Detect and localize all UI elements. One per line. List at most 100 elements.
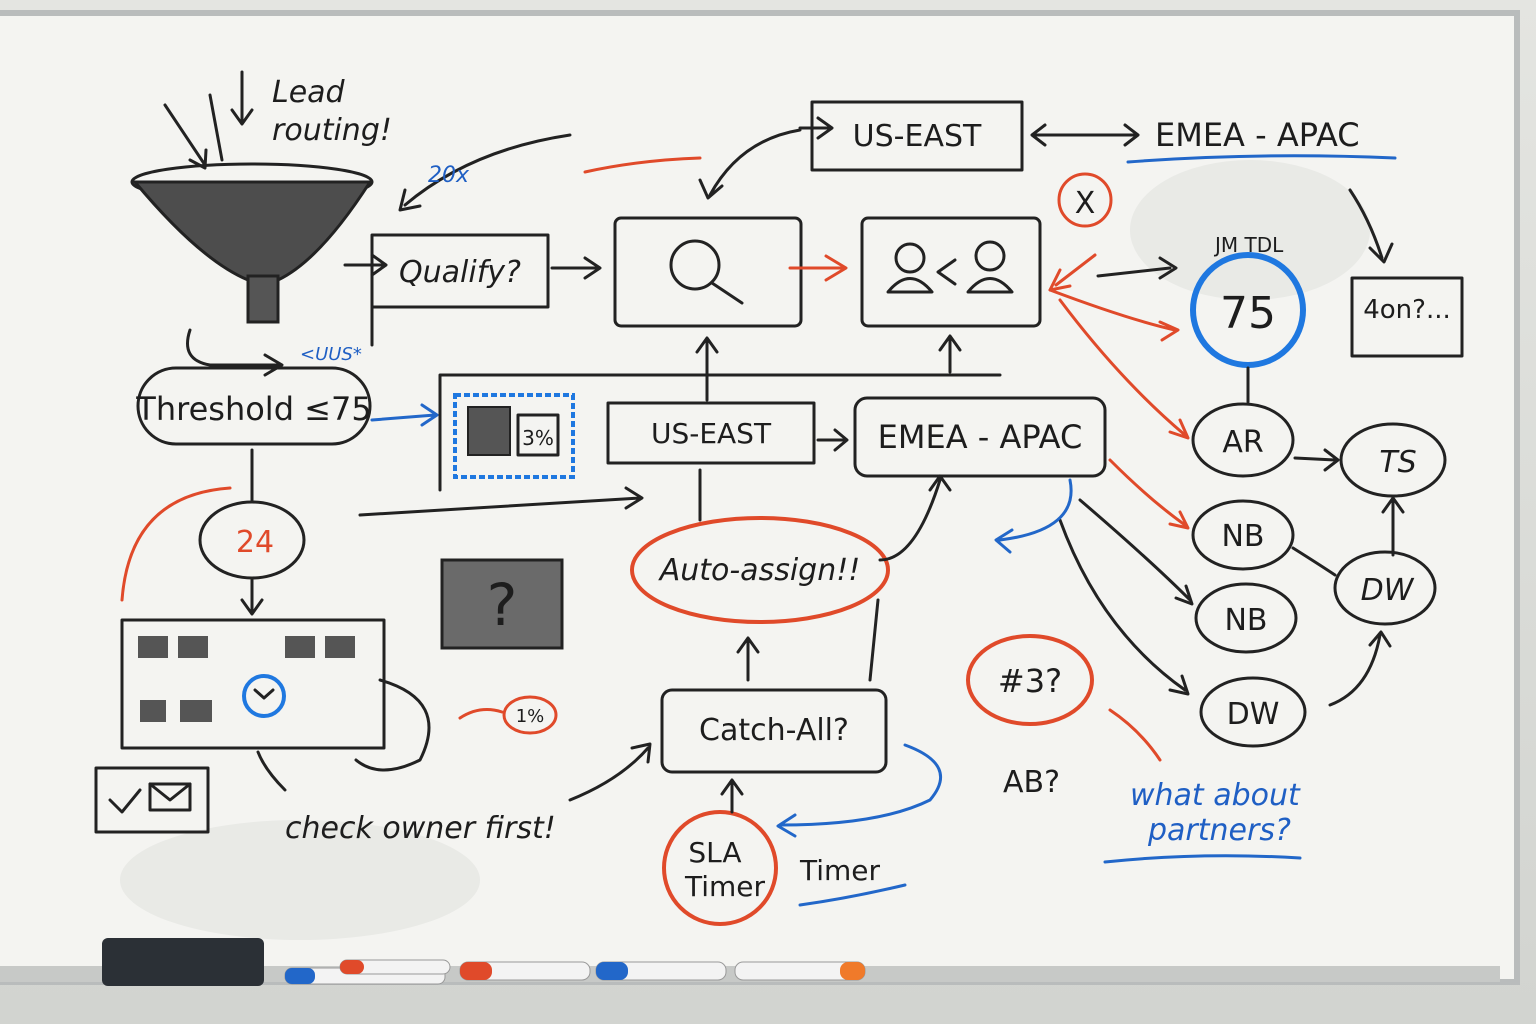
one-percent-oval xyxy=(502,695,558,735)
node-dw-2-label: DW xyxy=(1227,697,1280,732)
connector-red xyxy=(458,708,504,720)
x-mark-circle xyxy=(1057,172,1113,228)
loop-arrow xyxy=(354,678,431,772)
arrow xyxy=(1078,498,1194,606)
people-box xyxy=(860,216,1042,328)
dashboard-block xyxy=(180,700,212,722)
arrow xyxy=(343,253,388,277)
circle-24-label: 24 xyxy=(236,525,274,560)
envelope-icon xyxy=(148,782,192,812)
arrow-red xyxy=(1048,288,1180,342)
node-dw-1 xyxy=(1333,550,1437,626)
arrow xyxy=(230,70,254,126)
arrow xyxy=(1381,496,1405,557)
sla-timer-line1: SLA xyxy=(688,836,741,869)
scribble-20x: 20x xyxy=(428,163,470,188)
node-nb-2-label: NB xyxy=(1224,603,1267,638)
node-ts xyxy=(1339,422,1447,498)
arrow-blue xyxy=(370,403,439,427)
partners-line1: what about xyxy=(1130,778,1301,813)
catch-all-box xyxy=(660,688,888,774)
arrow-red xyxy=(788,254,848,282)
arrow-red xyxy=(1108,458,1190,530)
sla-timer-line2: Timer xyxy=(684,870,766,903)
circle-24 xyxy=(198,500,306,580)
percent-tile-label: 3% xyxy=(522,426,554,450)
emea-apac-mid-label: EMEA - APAC xyxy=(878,418,1083,456)
arrow xyxy=(1096,256,1178,280)
marker-cap xyxy=(596,962,628,980)
score-75: 75 xyxy=(1220,288,1276,339)
score-circle xyxy=(1190,252,1306,368)
partners-line2: partners? xyxy=(1147,813,1291,848)
dashboard-block xyxy=(285,636,315,658)
arrow xyxy=(186,328,284,377)
funnel-icon xyxy=(130,162,374,324)
title-line2: routing! xyxy=(272,113,392,148)
dashboard-block xyxy=(178,636,208,658)
arrow xyxy=(698,128,802,200)
percent-square xyxy=(516,413,560,457)
connector xyxy=(438,373,1002,492)
arrow-blue xyxy=(994,478,1073,554)
node-nb-1 xyxy=(1191,499,1295,571)
arrow xyxy=(1328,630,1392,707)
threshold-pill xyxy=(136,366,372,446)
underline xyxy=(583,156,702,174)
owner-note: 4on?... xyxy=(1363,295,1451,325)
node-nb-1-label: NB xyxy=(1221,519,1264,554)
people-icon xyxy=(886,240,1014,294)
one-percent-label: 1% xyxy=(516,706,545,727)
mail-glyph xyxy=(253,688,275,700)
arrow xyxy=(240,578,264,616)
connector xyxy=(868,598,880,682)
arrow xyxy=(1058,518,1190,696)
double-arrow xyxy=(1030,123,1140,147)
question-mark: ? xyxy=(487,571,518,639)
arrow xyxy=(1348,188,1394,264)
search-box xyxy=(613,216,803,328)
catch-all-label: Catch-All? xyxy=(699,713,849,748)
hash-3-ellipse xyxy=(966,634,1094,726)
check-icon xyxy=(108,788,142,814)
hash-3-label: #3? xyxy=(998,662,1062,700)
arrow-blue xyxy=(776,743,942,838)
jm-note: JM TDL xyxy=(1213,233,1284,257)
node-ar-label: AR xyxy=(1222,425,1263,460)
check-owner-note: check owner first! xyxy=(285,811,556,846)
us-east-mid-box xyxy=(606,401,816,465)
arrow xyxy=(208,93,224,162)
arrow xyxy=(938,334,962,374)
question-box xyxy=(440,558,564,650)
underline xyxy=(1126,154,1397,164)
marker-cap xyxy=(840,962,865,980)
timer-label: Timer xyxy=(799,854,881,887)
us-east-top-box xyxy=(810,100,1024,172)
smudge xyxy=(1130,160,1370,300)
arrow xyxy=(816,428,849,452)
arrow xyxy=(550,256,602,280)
dashboard-block xyxy=(140,700,166,722)
percent-tile-border xyxy=(453,393,575,479)
us-east-top-label: US-EAST xyxy=(853,119,982,154)
emea-apac-mid-box xyxy=(853,396,1107,478)
uus-note: <UUS* xyxy=(300,344,362,365)
auto-assign-ellipse xyxy=(630,516,890,624)
node-dw-2 xyxy=(1199,676,1307,748)
sla-timer-circle xyxy=(662,810,778,926)
arrow xyxy=(398,133,572,212)
magnifier-icon xyxy=(669,239,744,305)
node-nb-2 xyxy=(1194,582,1298,654)
envelope-flap xyxy=(148,782,192,802)
connector-red xyxy=(1108,708,1162,762)
arrow-red xyxy=(1058,298,1190,440)
threshold-label: Threshold ≤75 xyxy=(135,390,371,428)
checked-square-icon xyxy=(467,406,511,456)
connector-red xyxy=(120,486,232,602)
arrow xyxy=(358,486,644,517)
arrow xyxy=(568,742,652,802)
x-mark: X xyxy=(1075,186,1096,221)
qualify-label: Qualify? xyxy=(399,255,521,290)
arrow xyxy=(695,336,719,402)
